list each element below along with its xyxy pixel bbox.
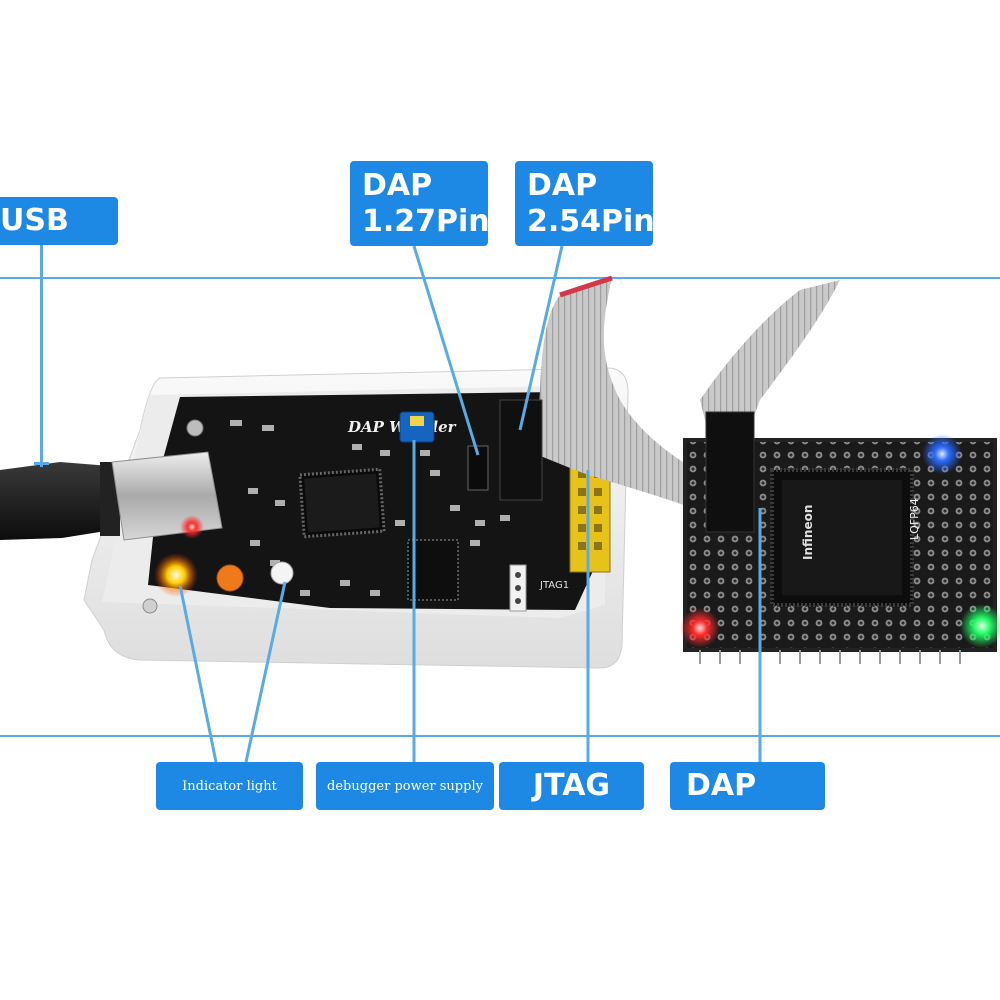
usb-label-text: USB [0,203,69,238]
guide-line-top [0,277,1000,279]
indicator-light-label: Indicator light [156,762,303,810]
dap-127-connector [467,445,489,491]
dap-254-line1: DAP [527,167,598,203]
dap-127-line1: DAP [362,167,433,203]
indicator-light-text: Indicator light [182,778,277,794]
jtag-label-text: JTAG [532,768,611,803]
dap-label-text: DAP [686,768,757,803]
jtag-pin-header [569,461,611,573]
usb-label: USB [0,197,118,245]
target-dap-connector [705,411,755,533]
led-yellow [154,553,198,597]
target-led-red [680,608,720,648]
led-red-board [180,515,204,539]
jtag-label: JTAG [499,762,644,810]
guide-line-bottom [0,735,1000,737]
ribbon-cable-2-54 [538,275,725,520]
target-led-green [960,604,1000,648]
dap-label: DAP [670,762,825,810]
target-board: Infineon LQFP64 [683,438,997,664]
dap-127-label: DAP 1.27Pin [350,161,490,246]
ribbon-cable-target [700,280,840,440]
led-white [270,561,294,585]
debugger-power-text: debugger power supply [327,778,483,794]
target-board-label: LQFP64 [908,498,921,540]
jtag-header-text: JTAG1 [539,580,569,591]
dap-254-connector [499,399,543,501]
power-jumper [399,411,435,443]
dap-127-line2: 1.27Pin [362,203,490,239]
target-chip-brand: Infineon [801,505,815,560]
dap-254-line2: 2.54Pin [527,203,655,239]
usb-leader-line [40,245,43,467]
target-led-blue [922,434,962,474]
led-orange [216,564,244,592]
dap-254-label: DAP 2.54Pin [515,161,655,246]
usb-leader-arrow [34,462,49,465]
debugger-power-label: debugger power supply [316,762,494,810]
